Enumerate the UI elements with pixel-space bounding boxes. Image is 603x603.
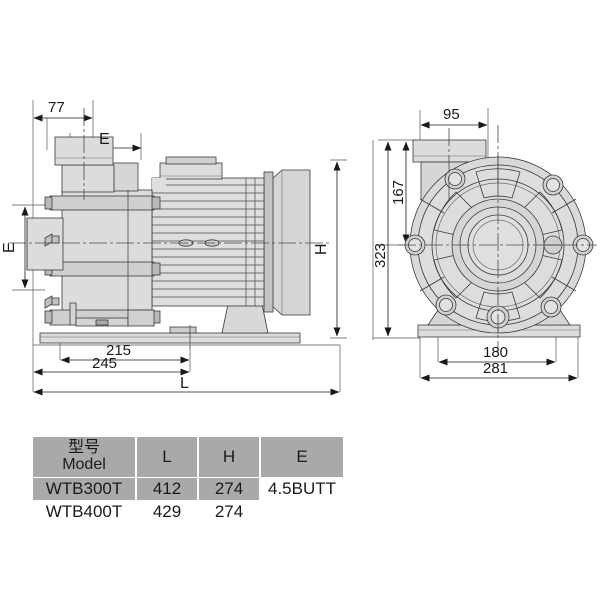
dim-label-E-left: E (1, 242, 18, 253)
cell-e-0: 4.5BUTT (261, 478, 343, 500)
dim-label-180: 180 (483, 344, 508, 361)
dim-label-L: L (180, 375, 189, 392)
base-plate (39, 326, 301, 344)
cell-l-1: 429 (137, 501, 197, 523)
spec-table: 型号 Model L H E WTB300T 412 274 4.5BUTT W… (31, 436, 345, 524)
dim-label-245: 245 (92, 355, 117, 372)
table-row: WTB400T 429 274 (33, 501, 343, 523)
table-header-l: L (137, 437, 197, 477)
dim-label-167: 167 (390, 180, 407, 205)
pump-foot (44, 302, 161, 327)
front-centerlines (398, 125, 597, 352)
spec-table-container: 型号 Model L H E WTB300T 412 274 4.5BUTT W… (31, 436, 345, 524)
dim-label-77: 77 (48, 99, 65, 116)
table-header-e: E (261, 437, 343, 477)
dim-label-323: 323 (372, 243, 389, 268)
cell-h-1: 274 (199, 501, 259, 523)
motor-housing (151, 177, 265, 307)
dim-label-H: H (313, 243, 330, 255)
cell-h-0: 274 (199, 478, 259, 500)
dim-label-281: 281 (483, 360, 508, 377)
dim-label-215: 215 (106, 342, 131, 359)
table-row: WTB300T 412 274 4.5BUTT (33, 478, 343, 500)
table-header-model-en: Model (62, 456, 106, 473)
table-header-model-cn: 型号 (67, 439, 100, 457)
side-view-group (8, 100, 347, 396)
table-header-model: 型号 Model (33, 437, 135, 477)
motor-shoulder (152, 178, 166, 190)
front-view-group (372, 108, 597, 382)
pump-body (44, 162, 161, 319)
terminal-box (159, 156, 223, 180)
dim-label-95: 95 (443, 106, 460, 123)
table-header-row: 型号 Model L H E (33, 437, 343, 477)
dim-label-E-top: E (99, 131, 110, 148)
table-header-h: H (199, 437, 259, 477)
cell-l-0: 412 (137, 478, 197, 500)
cell-e-1 (261, 501, 343, 523)
drain-plug-lower (44, 295, 60, 309)
centerline-vertical (83, 108, 191, 350)
cell-model-0: WTB300T (33, 478, 135, 500)
cell-model-1: WTB400T (33, 501, 135, 523)
fan-cover (263, 169, 311, 316)
